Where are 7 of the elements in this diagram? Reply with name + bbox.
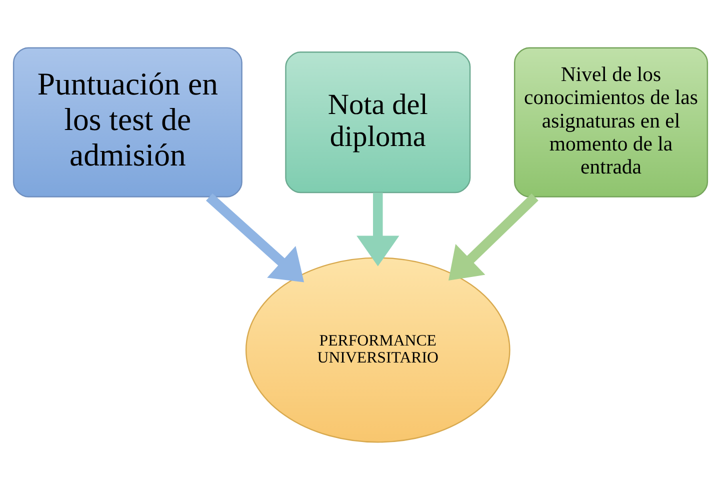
arrow bbox=[206, 192, 304, 282]
node-box: Nivel de los conocimientos de las asignaturas en el momento de la entrada bbox=[514, 46, 708, 197]
arrow bbox=[356, 192, 400, 266]
arrow bbox=[448, 192, 538, 280]
node-box: Nota del diploma bbox=[285, 51, 471, 193]
node-ellipse: PERFORMANCE UNIVERSITARIO bbox=[245, 256, 510, 442]
node-box: Puntuación en los test de admisión bbox=[12, 46, 242, 197]
